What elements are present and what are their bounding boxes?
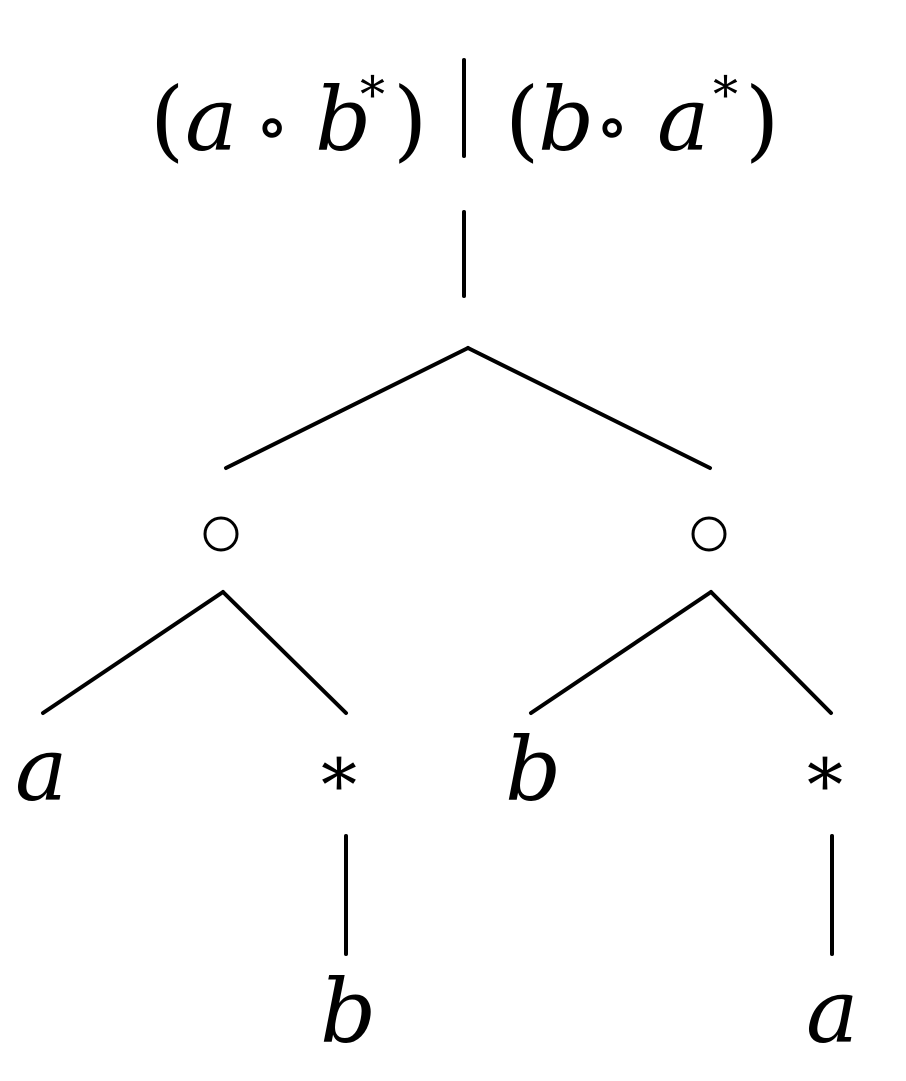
edge-right-concat-to-b bbox=[529, 590, 713, 715]
expr-close-paren-1: ) bbox=[393, 68, 427, 171]
expr-b-1: b bbox=[315, 68, 371, 171]
expr-a-2: a bbox=[657, 68, 709, 171]
right-star-node: * bbox=[807, 743, 843, 827]
left-leaf-a: a bbox=[15, 718, 67, 821]
edge-left-concat-to-star bbox=[221, 590, 348, 715]
expr-concat-op-2: ∘ bbox=[595, 85, 629, 167]
root-expression: ( a ∘ b * ) ( b ∘ a * ) bbox=[150, 58, 779, 171]
edge-root-to-right-concat bbox=[466, 346, 712, 470]
left-star-node: * bbox=[321, 743, 357, 827]
expr-star-1: * bbox=[360, 66, 385, 124]
right-star-child-a: a bbox=[806, 960, 858, 1063]
edge-root-to-left-concat bbox=[224, 346, 470, 470]
expr-concat-op-1: ∘ bbox=[255, 85, 289, 167]
expr-star-2: * bbox=[713, 66, 738, 124]
expr-close-paren-2: ) bbox=[745, 68, 779, 171]
expr-b-2: b bbox=[538, 68, 594, 171]
expr-open-paren-2: ( bbox=[505, 68, 539, 171]
left-star-child-b: b bbox=[320, 960, 376, 1063]
edge-left-concat-to-a bbox=[41, 590, 225, 715]
right-leaf-b: b bbox=[505, 718, 561, 821]
expr-a-1: a bbox=[185, 68, 237, 171]
right-concat-node-icon bbox=[691, 516, 727, 552]
edge-right-concat-to-star bbox=[709, 590, 833, 715]
left-concat-node-icon bbox=[203, 516, 239, 552]
expr-open-paren-1: ( bbox=[150, 68, 184, 171]
